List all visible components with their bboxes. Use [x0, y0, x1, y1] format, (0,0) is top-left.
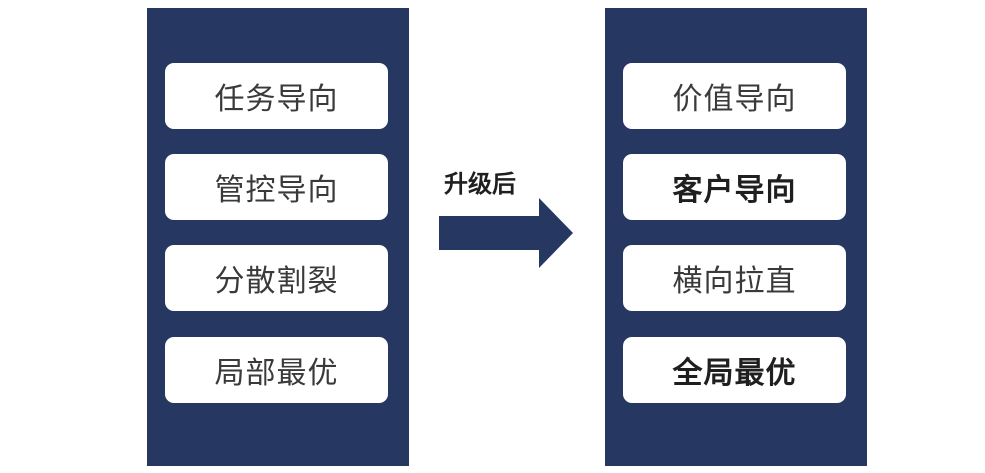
after-item-horizontal-alignment: 横向拉直 [623, 245, 846, 311]
arrow-shape [439, 198, 573, 268]
after-item-global-optimum: 全局最优 [623, 337, 846, 403]
arrow-label: 升级后 [444, 170, 516, 198]
after-item-customer-oriented: 客户导向 [623, 154, 846, 220]
after-panel: 价值导向 客户导向 横向拉直 全局最优 [605, 8, 867, 466]
after-item-value-oriented: 价值导向 [623, 63, 846, 129]
before-panel: 任务导向 管控导向 分散割裂 局部最优 [147, 8, 409, 466]
before-item-control-oriented: 管控导向 [165, 154, 388, 220]
right-arrow-icon [439, 198, 573, 268]
before-item-task-oriented: 任务导向 [165, 63, 388, 129]
before-item-fragmented: 分散割裂 [165, 245, 388, 311]
before-item-local-optimum: 局部最优 [165, 337, 388, 403]
